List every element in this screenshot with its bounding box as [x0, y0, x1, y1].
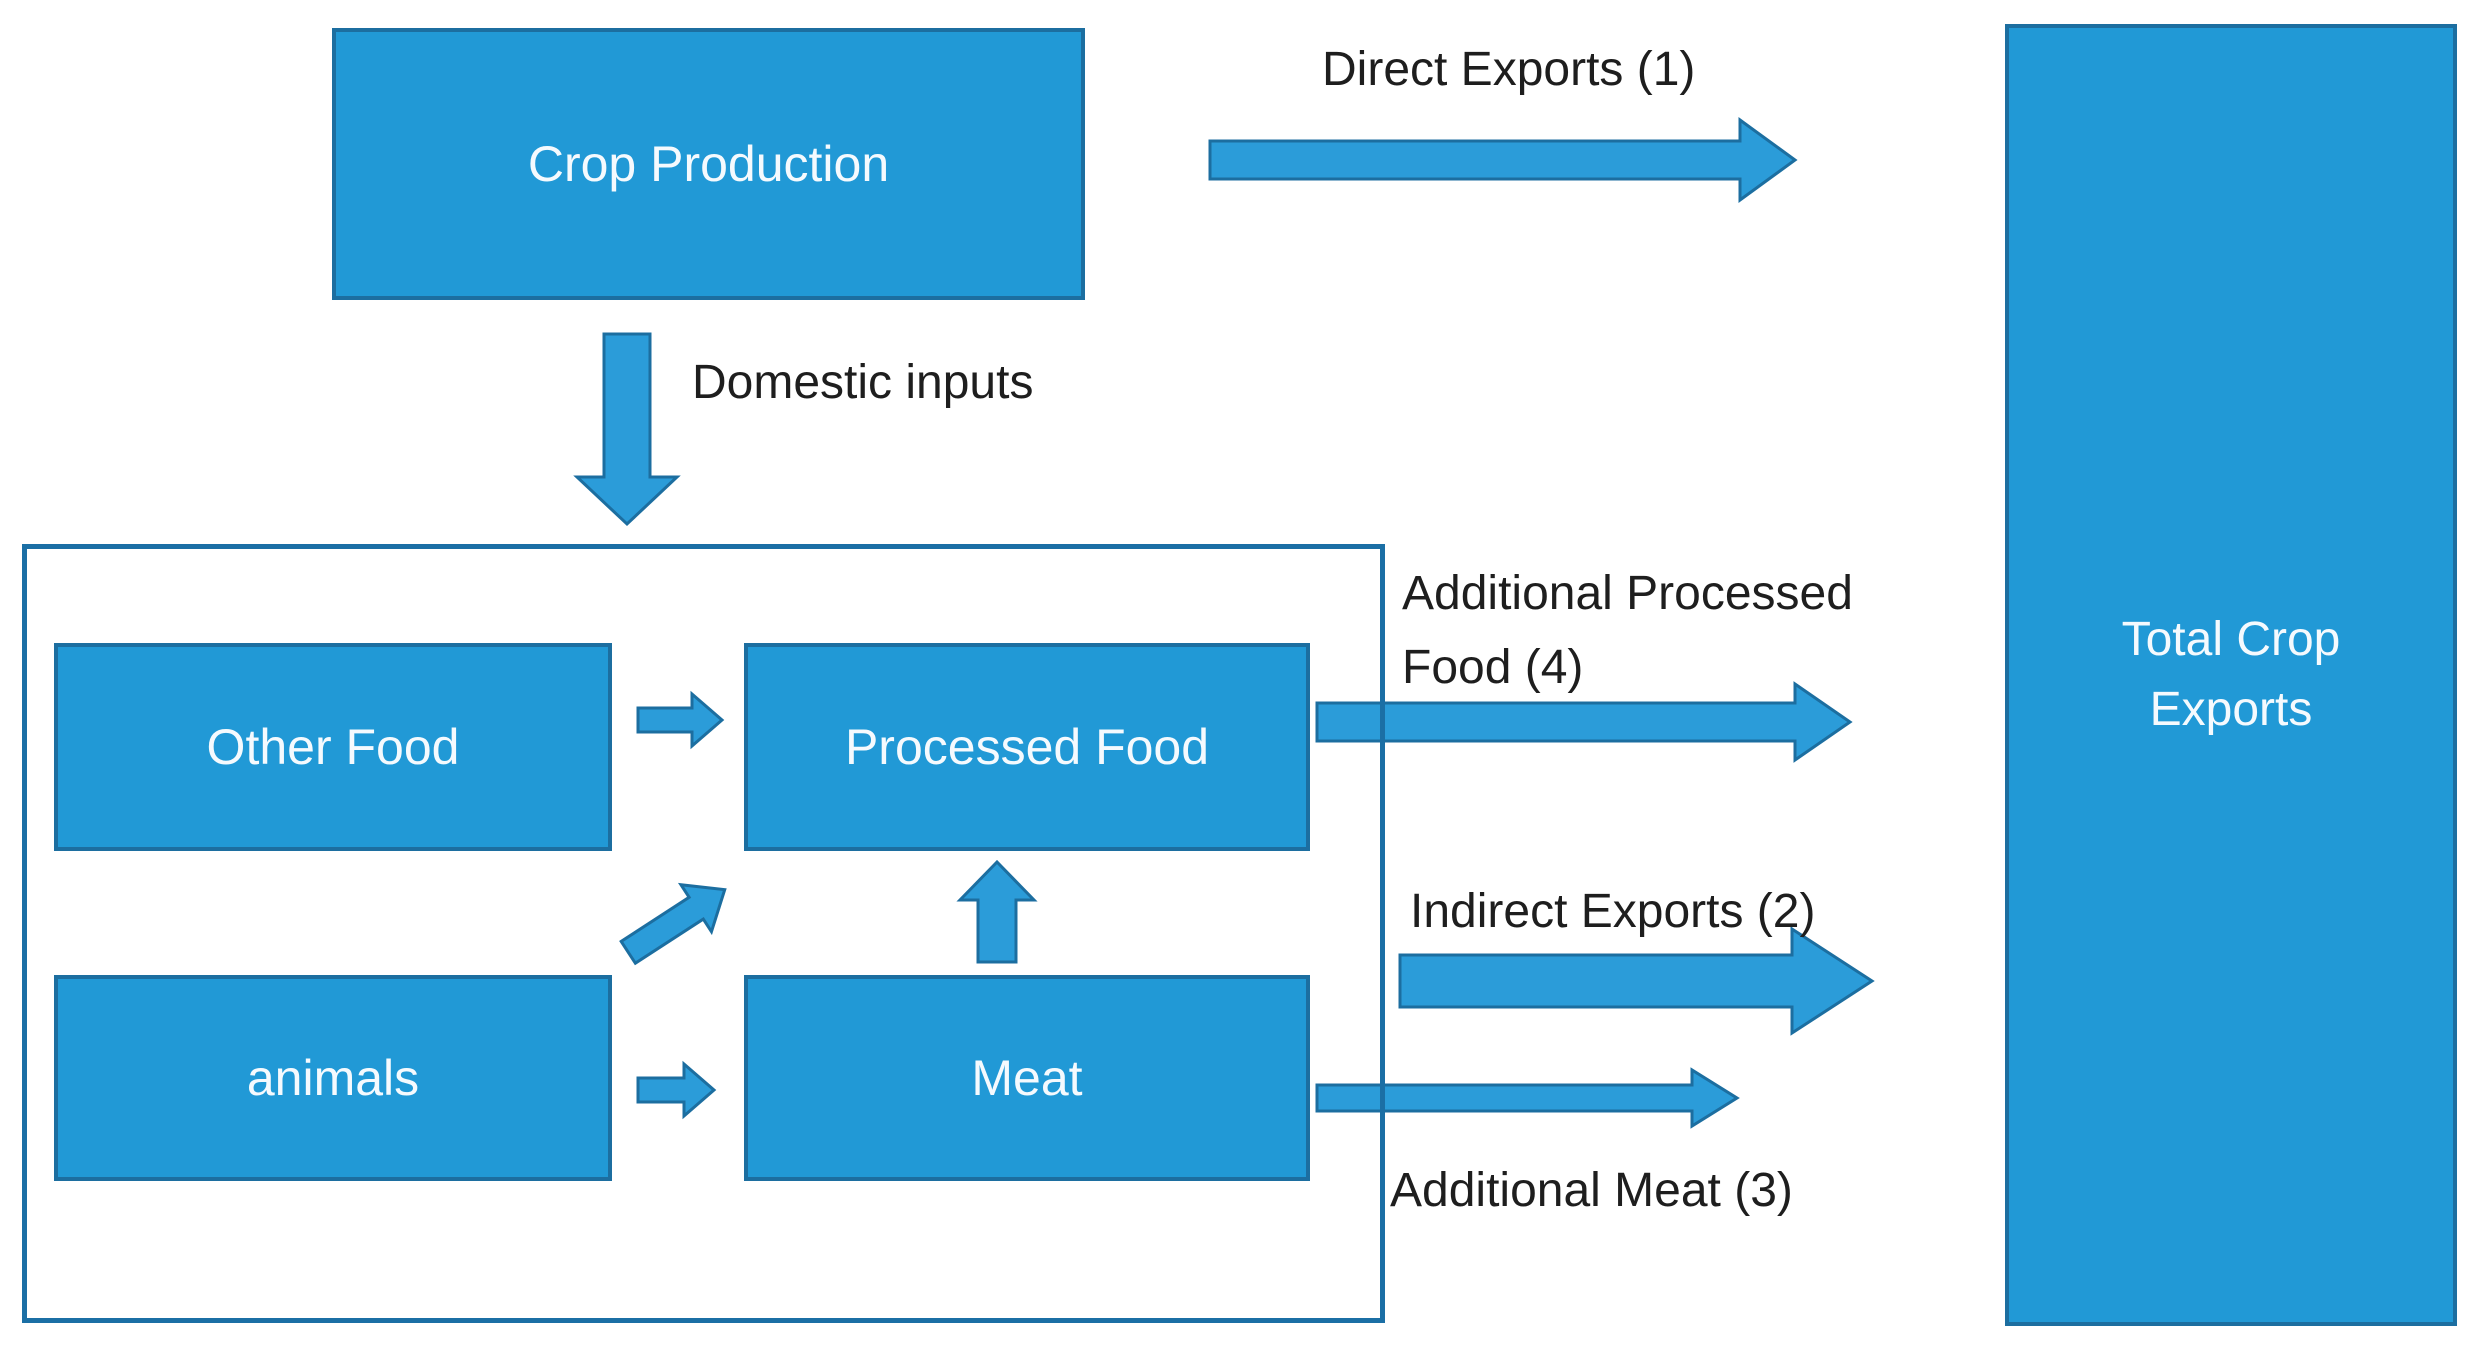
arrow-animals-to-processed-food-icon [619, 882, 727, 966]
node-total-crop-exports-label-line1: Total Crop [2121, 613, 2341, 666]
label-additional-processed-food-line1: Additional Processed [1402, 567, 1853, 620]
arrow-indirect-exports-icon [1398, 926, 1875, 1036]
label-additional-processed-food: Additional Processed Food (4) [1402, 557, 1962, 705]
node-animals: animals [54, 975, 612, 1181]
node-total-crop-exports-label: Total Crop Exports [2122, 605, 2341, 745]
node-other-food-label: Other Food [206, 719, 460, 775]
arrow-additional-meat-icon [1315, 1067, 1740, 1129]
label-additional-meat: Additional Meat (3) [1390, 1164, 1793, 1217]
node-meat-label: Meat [971, 1050, 1083, 1106]
node-total-crop-exports: Total Crop Exports [2005, 24, 2457, 1326]
node-meat: Meat [744, 975, 1310, 1181]
arrow-meat-to-processed-food-icon [956, 859, 1038, 964]
node-processed-food-label: Processed Food [844, 719, 1210, 775]
node-animals-label: animals [246, 1050, 420, 1106]
arrow-domestic-inputs-icon [573, 332, 681, 527]
arrow-animals-to-meat-icon [636, 1060, 717, 1120]
label-direct-exports: Direct Exports (1) [1322, 43, 1696, 96]
node-other-food: Other Food [54, 643, 612, 851]
node-total-crop-exports-label-line2: Exports [2149, 683, 2313, 736]
arrow-direct-exports-icon [1208, 117, 1798, 203]
node-crop-production-label: Crop Production [527, 136, 890, 192]
label-indirect-exports: Indirect Exports (2) [1410, 885, 1816, 938]
node-crop-production: Crop Production [332, 28, 1085, 300]
arrow-additional-processed-food-icon [1315, 681, 1853, 763]
label-additional-processed-food-line2: Food (4) [1402, 641, 1584, 694]
label-domestic-inputs: Domestic inputs [692, 356, 1034, 409]
node-processed-food: Processed Food [744, 643, 1310, 851]
arrow-other-food-to-processed-food-icon [636, 690, 725, 750]
